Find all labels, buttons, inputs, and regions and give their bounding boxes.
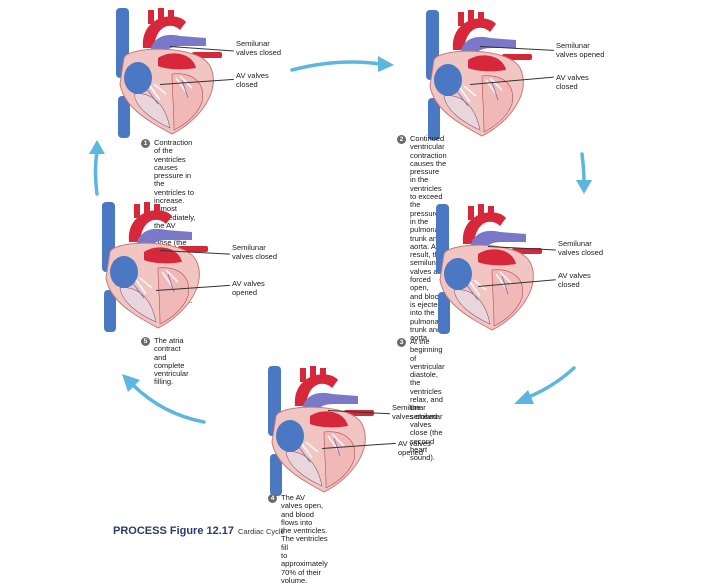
- cycle-arrow-up-icon: [84, 136, 110, 198]
- step-number: 3: [397, 338, 406, 347]
- cycle-arrow-up-left-icon: [118, 370, 210, 426]
- figure-caption: PROCESS Figure 12.17 Cardiac Cycle: [113, 525, 285, 537]
- heart-illustration: [398, 10, 548, 140]
- av-valve-label: AV valves closed: [556, 74, 589, 91]
- semilunar-valve-label: Semilunar valves closed: [236, 40, 281, 57]
- heart-illustration: [408, 204, 558, 334]
- step-number: 4: [268, 494, 277, 503]
- step-number: 2: [397, 135, 406, 144]
- figure-number: PROCESS Figure 12.17: [113, 525, 234, 537]
- cycle-arrow-down-left-icon: [508, 364, 580, 410]
- cycle-arrow-right-icon: [288, 48, 398, 78]
- step-number: 5: [141, 337, 150, 346]
- semilunar-valve-label: Semilunar valves closed: [232, 244, 277, 261]
- step-number: 1: [141, 139, 150, 148]
- semilunar-valve-label: Semilunar valves opened: [556, 42, 604, 59]
- av-valve-label: AV valves opened: [232, 280, 265, 297]
- heart-illustration: [240, 366, 390, 496]
- av-valve-label: AV valves closed: [558, 272, 591, 289]
- figure-title: Cardiac Cycle: [238, 527, 285, 536]
- av-valve-label: AV valves closed: [236, 72, 269, 89]
- cycle-arrow-down-icon: [570, 150, 600, 198]
- heart-illustration: [74, 202, 224, 332]
- av-valve-label: AV valves opened: [398, 440, 431, 457]
- semilunar-valve-label: Semilunar valves closed: [558, 240, 603, 257]
- semilunar-valve-label: Semilunar valves closed: [392, 404, 437, 421]
- heart-illustration: [88, 8, 238, 138]
